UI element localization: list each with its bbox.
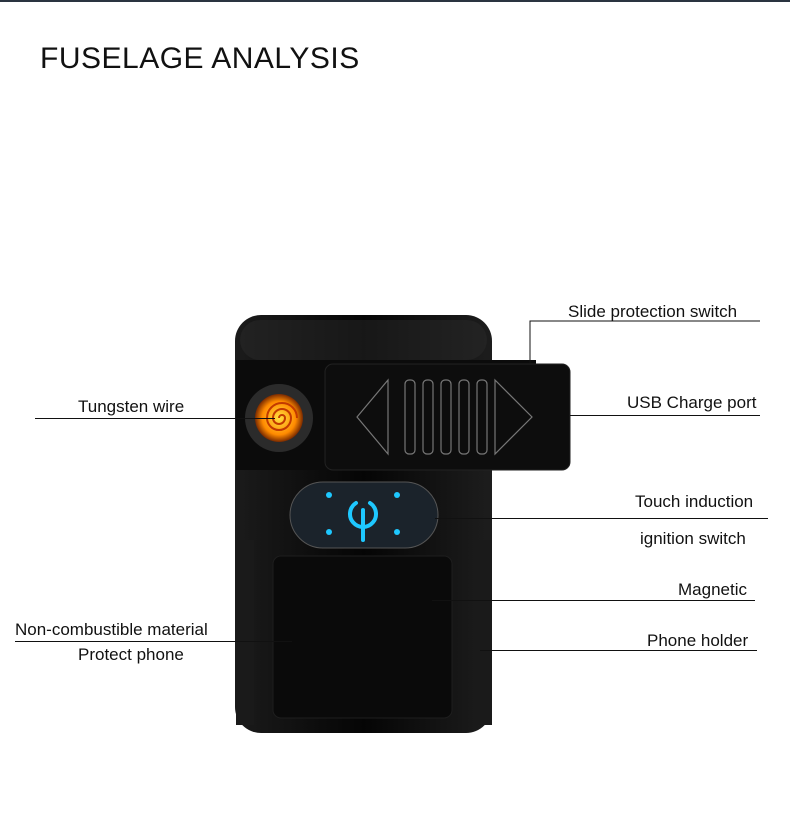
label-slide-switch: Slide protection switch xyxy=(568,302,738,321)
noncomb-leader xyxy=(15,641,292,642)
label-phone-holder: Phone holder xyxy=(647,631,749,650)
holder-leader xyxy=(480,650,757,651)
label-non-combustible: Non-combustible material xyxy=(15,620,208,639)
touch-leader xyxy=(435,518,768,519)
usb-leader xyxy=(570,415,760,416)
label-usb-port: USB Charge port xyxy=(627,393,757,412)
label-ignition-switch: ignition switch xyxy=(640,529,746,548)
top-border xyxy=(0,0,790,2)
slide-switch xyxy=(324,363,571,471)
label-touch-induction: Touch induction xyxy=(635,492,754,511)
label-magnetic: Magnetic xyxy=(678,580,747,599)
label-tungsten-wire: Tungsten wire xyxy=(78,397,185,416)
magnetic-panel xyxy=(272,555,453,719)
page-title: FUSELAGE ANALYSIS xyxy=(40,42,360,75)
label-protect-phone: Protect phone xyxy=(78,645,184,664)
slide-leader xyxy=(529,320,760,363)
magnetic-leader xyxy=(432,600,755,601)
tungsten-leader xyxy=(35,418,275,419)
